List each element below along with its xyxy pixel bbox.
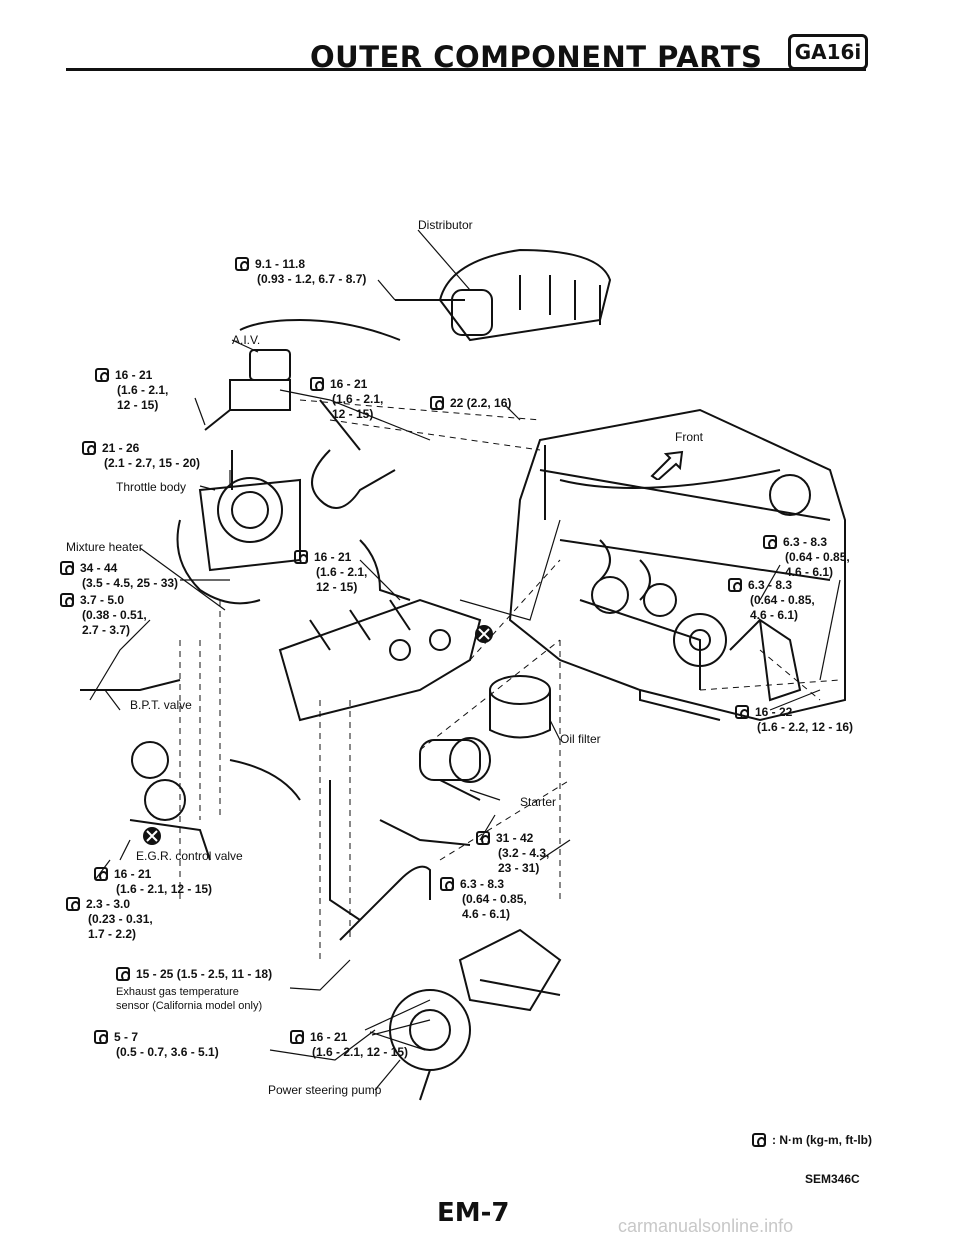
exhaust-gas-sensor xyxy=(329,780,431,941)
label-oil-filter: Oil filter xyxy=(560,732,601,746)
oil-filter xyxy=(489,675,551,739)
torque-63c: 6.3 - 8.3 (0.64 - 0.85, 4.6 - 6.1) xyxy=(440,877,527,922)
torque-ps: 16 - 21 (1.6 - 2.1, 12 - 15) xyxy=(290,1030,408,1060)
front-arrow-icon xyxy=(650,450,684,480)
intake-manifold xyxy=(278,598,482,722)
starter xyxy=(419,737,491,801)
egt-sensor-line-1: Exhaust gas temperature xyxy=(116,986,239,998)
label-distributor: Distributor xyxy=(418,218,473,232)
engine-block xyxy=(508,408,846,722)
torque-unit-legend: : N·m (kg-m, ft-lb) xyxy=(752,1133,872,1147)
torque-63a: 6.3 - 8.3 (0.64 - 0.85, 4.6 - 6.1) xyxy=(763,535,850,580)
assembly-lines xyxy=(179,399,841,960)
torque-3142: 31 - 42 (3.2 - 4.3, 23 - 31) xyxy=(476,831,549,876)
torque-icon xyxy=(440,877,454,891)
egt-sensor-line-2: sensor (California model only) xyxy=(116,1000,263,1012)
torque-icon xyxy=(95,368,109,382)
torque-icon xyxy=(728,578,742,592)
torque-icon xyxy=(763,535,777,549)
torque-icon xyxy=(94,1030,108,1044)
page-number: EM-7 xyxy=(437,1198,510,1228)
label-egr-valve: E.G.R. control valve xyxy=(136,849,243,863)
leader-lines xyxy=(89,229,841,1091)
torque-23: 2.3 - 3.0 (0.23 - 0.31, 1.7 - 2.2) xyxy=(66,897,153,942)
bpt-egr-valves xyxy=(80,679,301,861)
torque-icon xyxy=(116,967,130,981)
torque-manifold: 16 - 21 (1.6 - 2.1, 12 - 15) xyxy=(294,550,367,595)
label-front: Front xyxy=(675,430,704,444)
torque-icon xyxy=(310,377,324,391)
power-steering-pump xyxy=(389,928,562,1101)
label-starter: Starter xyxy=(520,795,557,809)
water-hoses xyxy=(311,399,471,846)
replace-part-symbols xyxy=(143,625,493,845)
label-aiv: A.I.V. xyxy=(232,333,261,347)
torque-34: 34 - 44 (3.5 - 4.5, 25 - 33) xyxy=(60,561,178,591)
title-rule xyxy=(66,68,866,71)
label-ps-pump: Power steering pump xyxy=(268,1083,382,1097)
distributor xyxy=(239,248,612,342)
figure-code: SEM346C xyxy=(805,1172,860,1186)
torque-icon xyxy=(94,867,108,881)
torque-icon xyxy=(294,550,308,564)
label-throttle-body: Throttle body xyxy=(116,480,187,494)
torque-icon xyxy=(752,1133,766,1147)
torque-icon xyxy=(430,396,444,410)
torque-22: 22 (2.2, 16) xyxy=(430,396,511,411)
torque-icon xyxy=(290,1030,304,1044)
torque-icon xyxy=(235,257,249,271)
torque-icon xyxy=(82,441,96,455)
torque-21: 21 - 26 (2.1 - 2.7, 15 - 20) xyxy=(82,441,200,471)
torque-37: 3.7 - 5.0 (0.38 - 0.51, 2.7 - 3.7) xyxy=(60,593,147,638)
label-bpt-valve: B.P.T. valve xyxy=(130,698,192,712)
torque-1622: 16 - 22 (1.6 - 2.2, 12 - 16) xyxy=(735,705,853,735)
label-mixture-heater: Mixture heater xyxy=(66,540,143,554)
torque-1525: 15 - 25 (1.5 - 2.5, 11 - 18) xyxy=(116,967,272,982)
torque-icon xyxy=(735,705,749,719)
aiv xyxy=(204,349,291,431)
torque-egr: 16 - 21 (1.6 - 2.1, 12 - 15) xyxy=(94,867,212,897)
watermark: carmanualsonline.info xyxy=(618,1216,794,1236)
right-bracket xyxy=(729,617,802,702)
torque-mid: 16 - 21 (1.6 - 2.1, 12 - 15) xyxy=(310,377,383,422)
torque-aiv: 16 - 21 (1.6 - 2.1, 12 - 15) xyxy=(95,368,168,413)
legend-text: : N·m (kg-m, ft-lb) xyxy=(772,1133,872,1147)
label-egt-sensor: Exhaust gas temperature sensor (Californ… xyxy=(116,985,262,1013)
torque-icon xyxy=(66,897,80,911)
torque-57: 5 - 7 (0.5 - 0.7, 3.6 - 5.1) xyxy=(94,1030,219,1060)
torque-icon xyxy=(60,593,74,607)
torque-63b: 6.3 - 8.3 (0.64 - 0.85, 4.6 - 6.1) xyxy=(728,578,815,623)
torque-distributor: 9.1 - 11.8 (0.93 - 1.2, 6.7 - 8.7) xyxy=(235,257,366,287)
torque-icon xyxy=(476,831,490,845)
torque-icon xyxy=(60,561,74,575)
